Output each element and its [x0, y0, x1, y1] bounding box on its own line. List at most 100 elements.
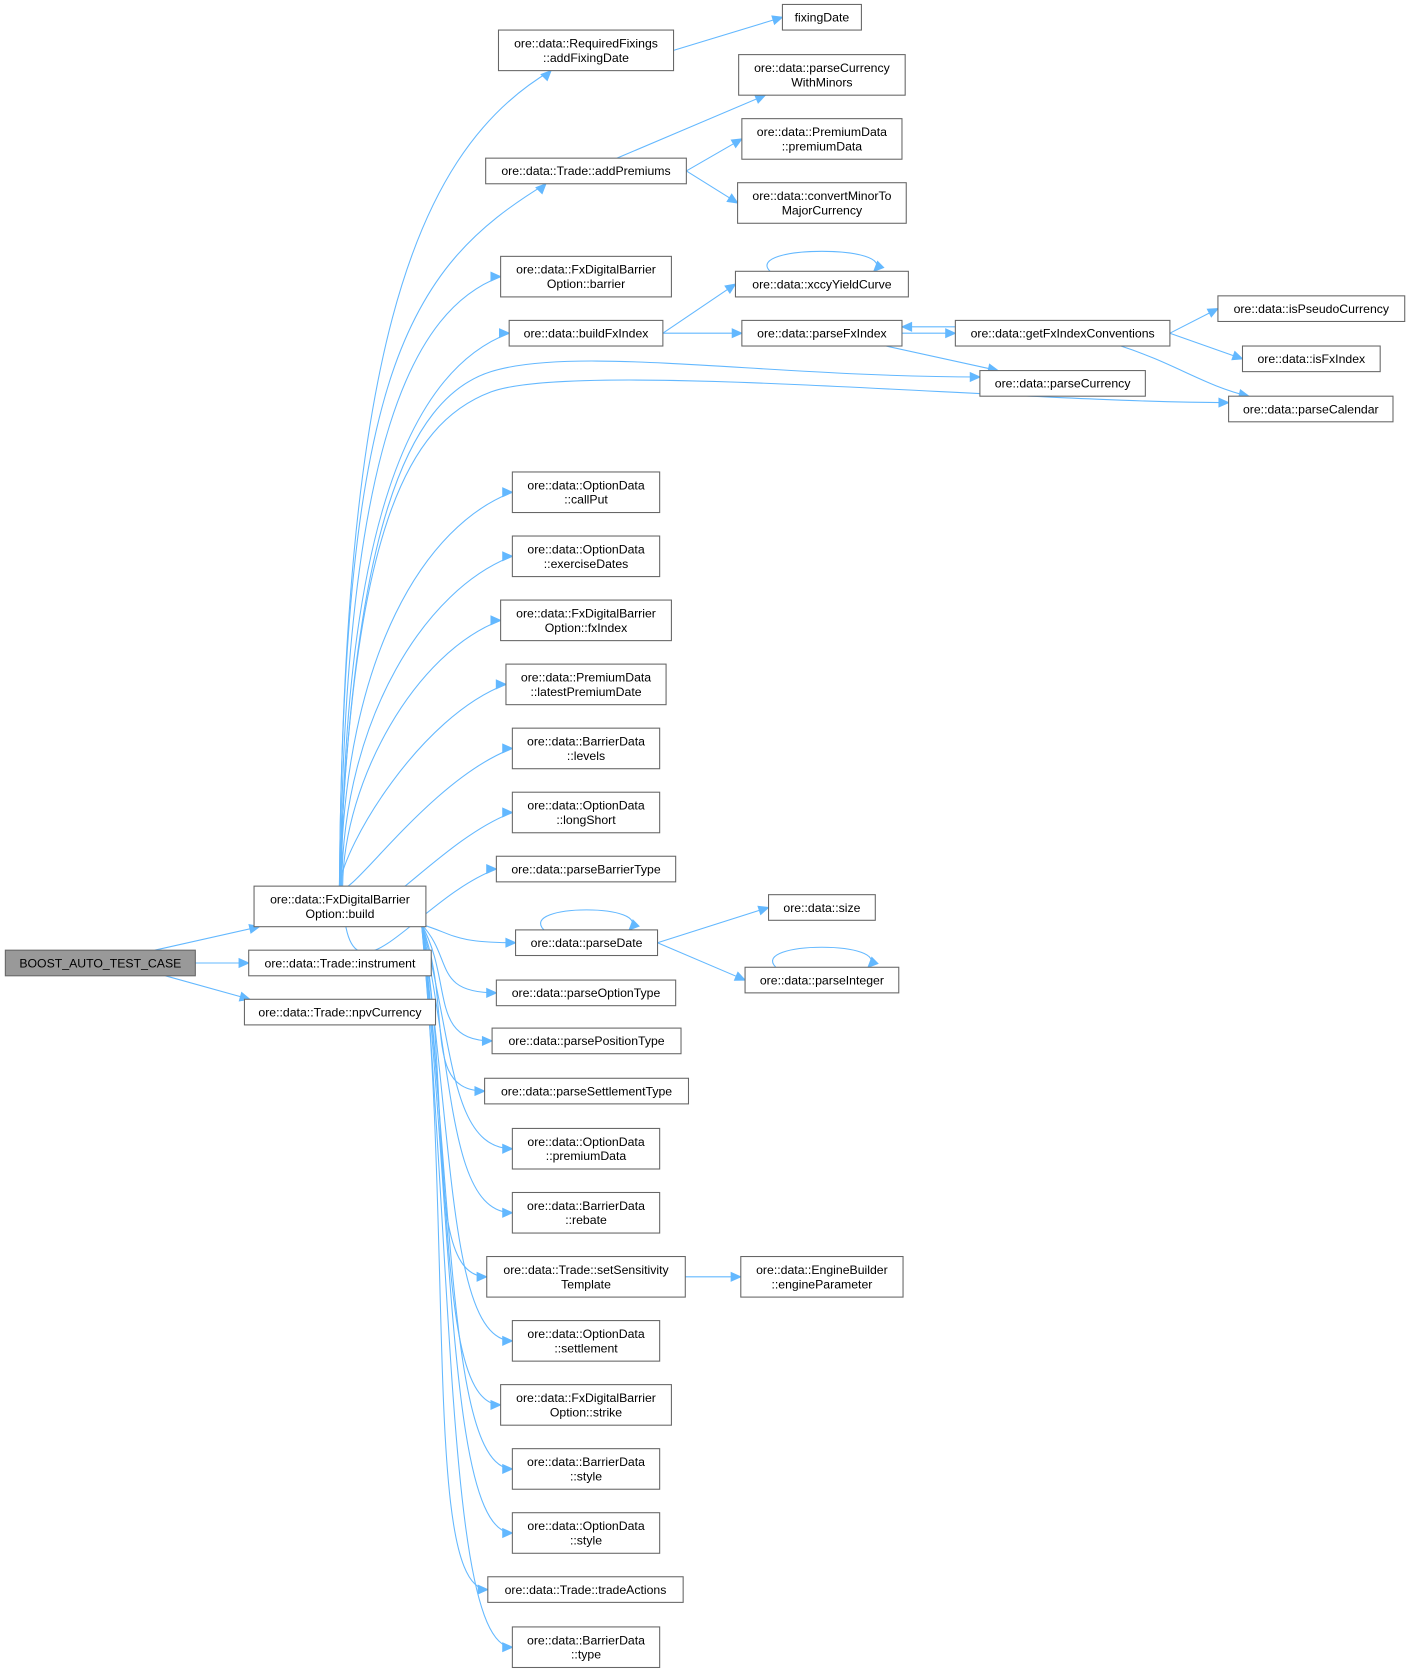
- node-box: [1217, 295, 1406, 323]
- node-premiumDataOD[interactable]: ore::data::OptionData::premiumData: [511, 1127, 661, 1170]
- node-parseInteger[interactable]: ore::data::parseInteger: [744, 966, 900, 994]
- node-xccyYieldCurve[interactable]: ore::data::xccyYieldCurve: [734, 270, 909, 298]
- node-root[interactable]: BOOST_AUTO_TEST_CASE: [4, 949, 196, 977]
- arrowhead-icon: [628, 919, 640, 931]
- edge-build-to-latestPremiumDate: [338, 683, 507, 887]
- node-npvCurrency[interactable]: ore::data::Trade::npvCurrency: [243, 998, 437, 1026]
- node-label: ::style: [570, 1533, 602, 1547]
- node-label: ore::data::parseCalendar: [1243, 402, 1379, 416]
- node-box: [511, 1320, 661, 1362]
- edge-parseFxIndex-to-parseCurrency: [885, 345, 999, 372]
- arrowhead-icon: [490, 615, 502, 626]
- node-box: [497, 29, 675, 72]
- node-label: fixingDate: [795, 11, 850, 25]
- node-parseOptionType[interactable]: ore::data::parseOptionType: [495, 979, 677, 1007]
- node-longShort[interactable]: ore::data::OptionData::longShort: [511, 791, 661, 834]
- node-label: ore::data::Trade::instrument: [265, 956, 416, 970]
- node-buildFxIndex[interactable]: ore::data::buildFxIndex: [508, 319, 664, 347]
- node-engineParameter[interactable]: ore::data::EngineBuilder::engineParamete…: [740, 1255, 904, 1298]
- node-box: [511, 727, 661, 770]
- node-label: ore::data::OptionData: [527, 1519, 644, 1533]
- node-label: ore::data::buildFxIndex: [524, 326, 649, 340]
- node-box: [511, 791, 661, 834]
- arrowhead-icon: [502, 487, 514, 498]
- node-fixingDate[interactable]: fixingDate: [781, 3, 862, 31]
- node-box: [511, 1626, 661, 1669]
- node-parseFxIndex[interactable]: ore::data::parseFxIndex: [741, 319, 903, 347]
- edge-build-to-parseDate: [421, 924, 516, 944]
- node-box: [253, 885, 427, 928]
- node-getFxIndexConventions[interactable]: ore::data::getFxIndexConventions: [954, 319, 1171, 347]
- node-isPseudoCurrency[interactable]: ore::data::isPseudoCurrency: [1217, 295, 1406, 323]
- node-label: ore::data::isPseudoCurrency: [1234, 302, 1390, 316]
- node-size[interactable]: ore::data::size: [768, 894, 876, 921]
- node-strike[interactable]: ore::data::FxDigitalBarrierOption::strik…: [500, 1384, 672, 1426]
- arrowhead-icon: [481, 1035, 494, 1047]
- node-parseCalendar[interactable]: ore::data::parseCalendar: [1228, 395, 1394, 423]
- node-label: ::settlement: [554, 1341, 618, 1355]
- node-label: ore::data::parseDate: [531, 936, 643, 950]
- node-label: ::style: [570, 1469, 602, 1483]
- node-exerciseDates[interactable]: ore::data::OptionData::exerciseDates: [511, 535, 661, 578]
- node-fxIndex[interactable]: ore::data::FxDigitalBarrierOption::fxInd…: [500, 599, 672, 642]
- node-label: ore::data::OptionData: [527, 1327, 644, 1341]
- edge-build-to-parseCurrency: [338, 360, 980, 887]
- node-label: ore::data::PremiumData: [757, 125, 887, 139]
- edge-build-to-fxIndex: [342, 619, 501, 887]
- edge-parseDate-to-parseInteger: [657, 942, 746, 981]
- node-parseDate[interactable]: ore::data::parseDate: [515, 929, 659, 957]
- node-settlement[interactable]: ore::data::OptionData::settlement: [511, 1320, 661, 1362]
- node-barrier[interactable]: ore::data::FxDigitalBarrierOption::barri…: [500, 255, 672, 298]
- node-latestPremiumDate[interactable]: ore::data::PremiumData::latestPremiumDat…: [505, 663, 667, 706]
- node-type[interactable]: ore::data::BarrierData::type: [511, 1626, 661, 1669]
- arrowhead-icon: [476, 1271, 489, 1282]
- node-box: [515, 929, 659, 957]
- node-isFxIndex[interactable]: ore::data::isFxIndex: [1241, 345, 1381, 373]
- node-box: [4, 949, 196, 977]
- node-box: [500, 255, 672, 298]
- arrowhead-icon: [540, 69, 552, 82]
- node-styleOD[interactable]: ore::data::OptionData::style: [511, 1512, 661, 1554]
- node-tradeActions[interactable]: ore::data::Trade::tradeActions: [487, 1576, 684, 1603]
- arrowhead-icon: [502, 1335, 514, 1346]
- node-premiumDataPD[interactable]: ore::data::PremiumData::premiumData: [741, 118, 903, 160]
- node-label: ore::data::BarrierData: [527, 1455, 645, 1469]
- edge-addPremiums-to-premiumDataPD: [686, 138, 743, 172]
- node-label: Option::fxIndex: [545, 621, 628, 635]
- node-label: ore::data::parseBarrierType: [511, 862, 660, 876]
- arrowhead-icon: [867, 956, 879, 969]
- node-box: [500, 599, 672, 642]
- edge-build-to-buildFxIndex: [341, 332, 510, 887]
- node-label: MajorCurrency: [782, 203, 863, 217]
- nodes: BOOST_AUTO_TEST_CASEore::data::FxDigital…: [4, 3, 1406, 1669]
- node-box: [487, 1576, 684, 1603]
- arrowhead-icon: [730, 138, 743, 149]
- node-addFixingDate[interactable]: ore::data::RequiredFixings::addFixingDat…: [497, 29, 675, 72]
- edge-root-to-npvCurrency: [165, 975, 250, 1000]
- node-callPut[interactable]: ore::data::OptionData::callPut: [511, 471, 661, 514]
- node-parsePositionType[interactable]: ore::data::parsePositionType: [491, 1027, 682, 1055]
- edge-root-to-build: [154, 926, 260, 951]
- node-styleBD[interactable]: ore::data::BarrierData::style: [511, 1448, 661, 1490]
- node-parseCurrency[interactable]: ore::data::parseCurrency: [979, 370, 1146, 397]
- node-box: [248, 949, 432, 977]
- node-box: [511, 1127, 661, 1170]
- node-parseBarrierType[interactable]: ore::data::parseBarrierType: [495, 855, 677, 883]
- edge-build-to-type: [421, 924, 513, 1648]
- arrowhead-icon: [726, 193, 739, 204]
- node-label: ::addFixingDate: [543, 51, 629, 65]
- arrowhead-icon: [502, 807, 514, 818]
- node-box: [511, 471, 661, 514]
- node-label: ore::data::OptionData: [527, 542, 644, 556]
- node-parseSettlementType[interactable]: ore::data::parseSettlementType: [484, 1077, 690, 1105]
- node-label: ::callPut: [564, 493, 608, 507]
- node-addPremiums[interactable]: ore::data::Trade::addPremiums: [485, 157, 687, 185]
- arrowhead-icon: [499, 328, 511, 339]
- node-rebate[interactable]: ore::data::BarrierData::rebate: [511, 1191, 661, 1234]
- node-instrument[interactable]: ore::data::Trade::instrument: [248, 949, 432, 977]
- node-levels[interactable]: ore::data::BarrierData::levels: [511, 727, 661, 770]
